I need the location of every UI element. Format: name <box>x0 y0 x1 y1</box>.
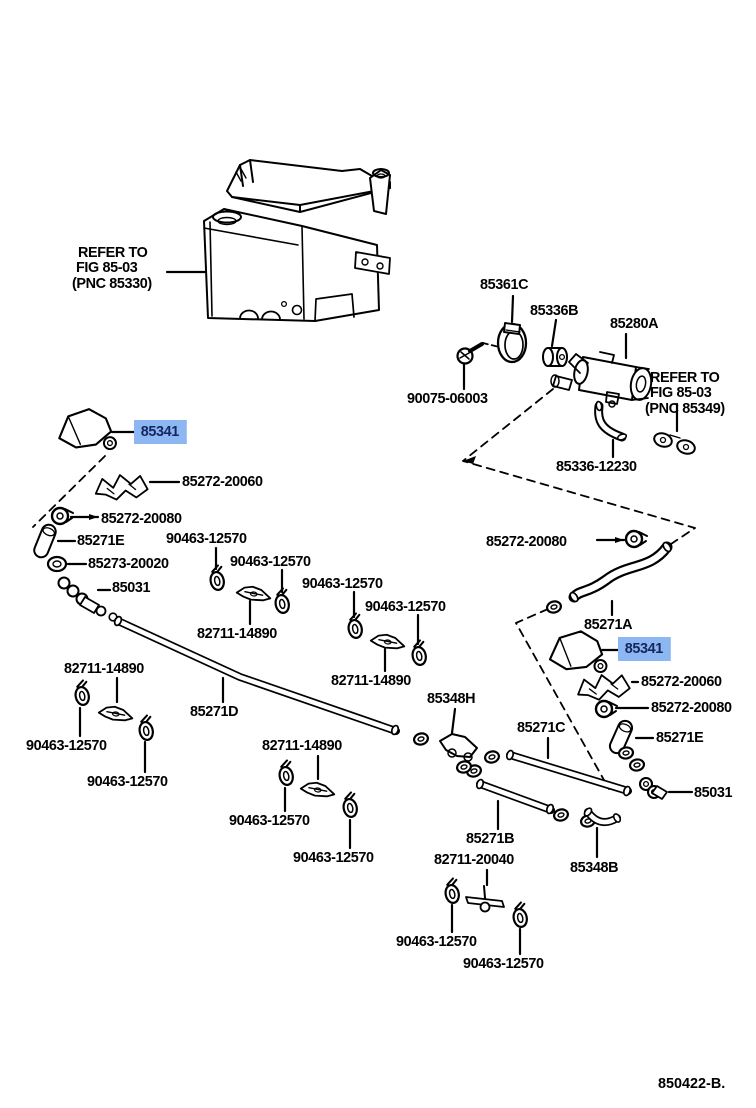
part-label: 85272-20080 <box>486 533 567 550</box>
washer-tube-85271d-drawing <box>113 615 400 736</box>
joint-85031-left-drawing <box>57 576 118 622</box>
part-label: 82711-14890 <box>262 737 342 754</box>
part-label: 90075-06003 <box>407 390 488 407</box>
part-label: 90463-12570 <box>365 598 446 615</box>
washer-nozzle-right-drawing <box>544 626 623 683</box>
part-label: 90463-12570 <box>293 849 374 866</box>
nozzle-bracket-right-icon <box>574 670 640 704</box>
washer-tube-85271b-drawing <box>454 758 598 831</box>
part-label: 85272-20060 <box>182 473 263 490</box>
grommet-85273-icon <box>46 555 88 573</box>
hose-clamp-left-icon <box>50 506 100 526</box>
part-label-highlighted[interactable]: 85341 <box>134 420 187 444</box>
elbow-85348b-drawing <box>583 807 622 859</box>
part-label: 85271E <box>77 532 125 549</box>
hose-clamp-mid-right-icon <box>595 529 649 549</box>
reservoir-tank-drawing <box>165 159 391 322</box>
washer-hose-85271a-drawing <box>544 541 673 617</box>
bolt-icon <box>456 342 500 391</box>
part-label-highlighted[interactable]: 85341 <box>618 637 671 661</box>
joint-link-icon <box>653 402 696 455</box>
part-label: REFER TO <box>650 369 720 386</box>
part-label: 85348B <box>570 859 619 876</box>
nozzle-bracket-left-icon <box>93 471 181 503</box>
part-label: 90463-12570 <box>229 812 310 829</box>
part-label: 82711-20040 <box>434 851 514 868</box>
part-label: 85271A <box>584 616 633 633</box>
part-label: 90463-12570 <box>87 773 168 790</box>
elbow-hose-drawing <box>594 400 628 459</box>
part-label: 82711-14890 <box>197 625 277 642</box>
figure-code: 850422-B. <box>658 1075 726 1092</box>
washer-tube-85271c-drawing <box>505 736 632 797</box>
part-label: 85336-12230 <box>556 458 637 475</box>
part-label: 85271D <box>190 703 239 720</box>
part-label: 82711-14890 <box>64 660 144 677</box>
part-label: 85280A <box>610 315 659 332</box>
part-label: 85361C <box>480 276 529 293</box>
construction-dashed-lines <box>32 388 696 790</box>
part-label: 85272-20080 <box>651 699 732 716</box>
nozzle-85348h-drawing <box>411 707 502 780</box>
part-label: 85272-20080 <box>101 510 182 527</box>
part-label: 85273-20020 <box>88 555 169 572</box>
hose-clamps-and-clips <box>71 546 531 956</box>
part-label: 82711-14890 <box>331 672 411 689</box>
part-label: REFER TO <box>78 244 148 261</box>
washer-motor-drawing <box>550 332 653 408</box>
part-label: 85271B <box>466 830 515 847</box>
hose-clamp-right-icon <box>594 699 650 719</box>
part-label: (PNC 85349) <box>645 400 725 417</box>
tube-85271e-right-icon <box>606 717 655 773</box>
part-label: 85031 <box>112 579 151 596</box>
part-label: 90463-12570 <box>26 737 107 754</box>
part-label: 85271C <box>517 719 566 736</box>
arrowhead <box>463 456 476 464</box>
part-label: 85348H <box>427 690 476 707</box>
part-label: 90463-12570 <box>463 955 544 972</box>
grommet-85336b-icon <box>542 318 568 367</box>
part-label: 90463-12570 <box>166 530 247 547</box>
hose-clamp-large-icon <box>496 294 528 364</box>
tube-85271e-left-icon <box>31 521 77 561</box>
part-label: FIG 85-03 <box>650 384 712 401</box>
tbar-clip-82711-20040-icon <box>465 868 505 913</box>
part-label: 85031 <box>694 784 733 801</box>
part-label: 90463-12570 <box>396 933 477 950</box>
joint-85031-right-drawing <box>617 745 694 800</box>
part-label: (PNC 85330) <box>72 275 152 292</box>
part-label: 85336B <box>530 302 579 319</box>
part-label: 85272-20060 <box>641 673 722 690</box>
part-label: 85271E <box>656 729 704 746</box>
part-label: 90463-12570 <box>302 575 383 592</box>
part-label: 90463-12570 <box>230 553 311 570</box>
part-label: FIG 85-03 <box>76 259 138 276</box>
washer-nozzle-left-drawing <box>53 403 139 462</box>
